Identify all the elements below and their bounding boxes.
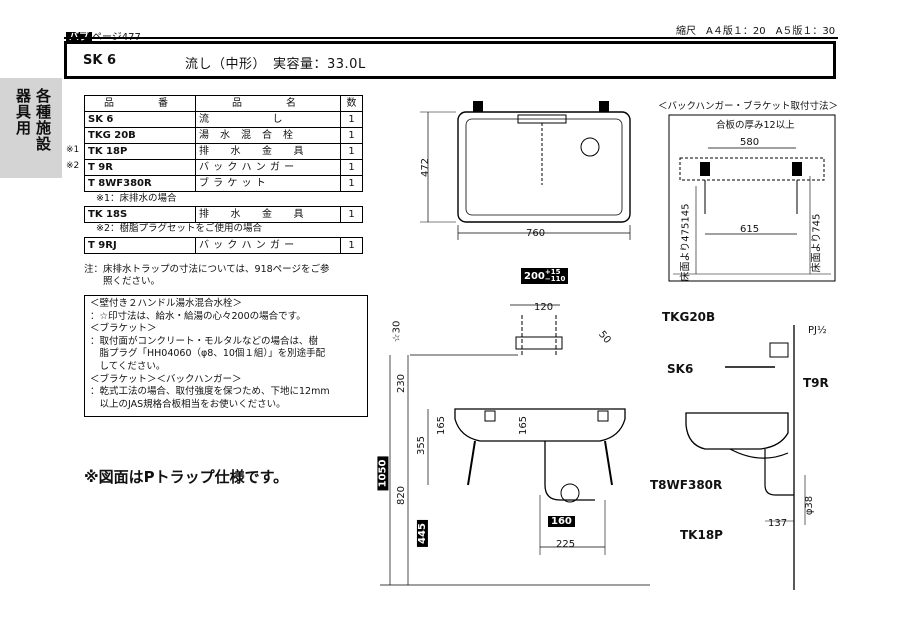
dim-615: 615 bbox=[740, 224, 760, 235]
dim-137: 137 bbox=[768, 518, 788, 529]
scale-text: 縮尺 A４版１：20 A５版１：30 bbox=[676, 26, 836, 37]
pitch-badge: 200+15−110 bbox=[521, 268, 569, 284]
ptrap-note: ※図面はPトラップ仕様です。 bbox=[84, 468, 289, 486]
front-view-drawing bbox=[380, 304, 650, 586]
model-number: SK 6 bbox=[83, 53, 117, 68]
dim-445: 445 bbox=[416, 520, 428, 547]
row-mark-1: ※1 bbox=[66, 145, 80, 155]
dim-165a: 165 bbox=[436, 415, 448, 436]
dim-580: 580 bbox=[740, 137, 760, 148]
dim-160: 160 bbox=[548, 516, 575, 527]
row-mark-2: ※2 bbox=[66, 161, 80, 171]
dim-left-height: 床面より475145 bbox=[680, 203, 692, 282]
side-tab-col2: 器具用 bbox=[14, 88, 32, 136]
label-sk6: SK6 bbox=[667, 362, 694, 376]
product-description: 流し（中形） 実容量：33.0L bbox=[185, 57, 366, 72]
installation-notes: ＜壁付き２ハンドル湯水混合水栓＞：☆印寸法は、給水・給湯の心々200の場合です。… bbox=[84, 295, 368, 417]
bracket-detail-title: ＜バックハンガー・ブラケット取付寸法＞ bbox=[658, 101, 839, 112]
dim-1050: 1050 bbox=[377, 456, 389, 491]
header-rule bbox=[64, 37, 838, 39]
label-pj: PJ½ bbox=[808, 325, 827, 336]
dim-165b: 165 bbox=[518, 415, 530, 436]
col-header-code: 品 番 bbox=[84, 95, 196, 112]
table-note-2: ※2：樹脂プラグセットをご使用の場合 bbox=[96, 223, 263, 234]
dim-820: 820 bbox=[396, 485, 408, 506]
side-tab-col1: 各種施設 bbox=[34, 88, 52, 152]
dim-760: 760 bbox=[526, 228, 546, 239]
side-category-tab: 各種施設 器具用 bbox=[0, 78, 62, 178]
col-header-name: 品 名 bbox=[195, 95, 341, 112]
dim-225: 225 bbox=[556, 539, 576, 550]
top-view-drawing bbox=[420, 101, 631, 240]
col-header-qty: 数 bbox=[340, 95, 363, 112]
label-t9r: T9R bbox=[803, 376, 829, 390]
dim-38: φ38 bbox=[804, 495, 816, 516]
dim-30: ☆30 bbox=[391, 320, 403, 343]
table-note-1: ※1：床排水の場合 bbox=[96, 193, 177, 204]
dim-355: 355 bbox=[416, 435, 428, 456]
title-box: SK 6 流し（中形） 実容量：33.0L bbox=[64, 41, 836, 79]
label-tk18p: TK18P bbox=[680, 528, 723, 542]
bracket-detail-drawing bbox=[668, 114, 836, 282]
side-view-drawing bbox=[685, 325, 806, 590]
label-t8wf380r: T8WF380R bbox=[650, 478, 723, 492]
dim-472: 472 bbox=[420, 157, 432, 178]
plywood-note: 合板の厚み12以上 bbox=[716, 120, 795, 131]
dim-230: 230 bbox=[396, 373, 408, 394]
trap-note: 注：床排水トラップの寸法については、918ページをご参 照ください。 bbox=[84, 264, 330, 287]
label-tkg20b: TKG20B bbox=[662, 310, 716, 324]
dim-120: 120 bbox=[534, 302, 554, 313]
dim-right-height: 床面より745 bbox=[811, 213, 823, 273]
